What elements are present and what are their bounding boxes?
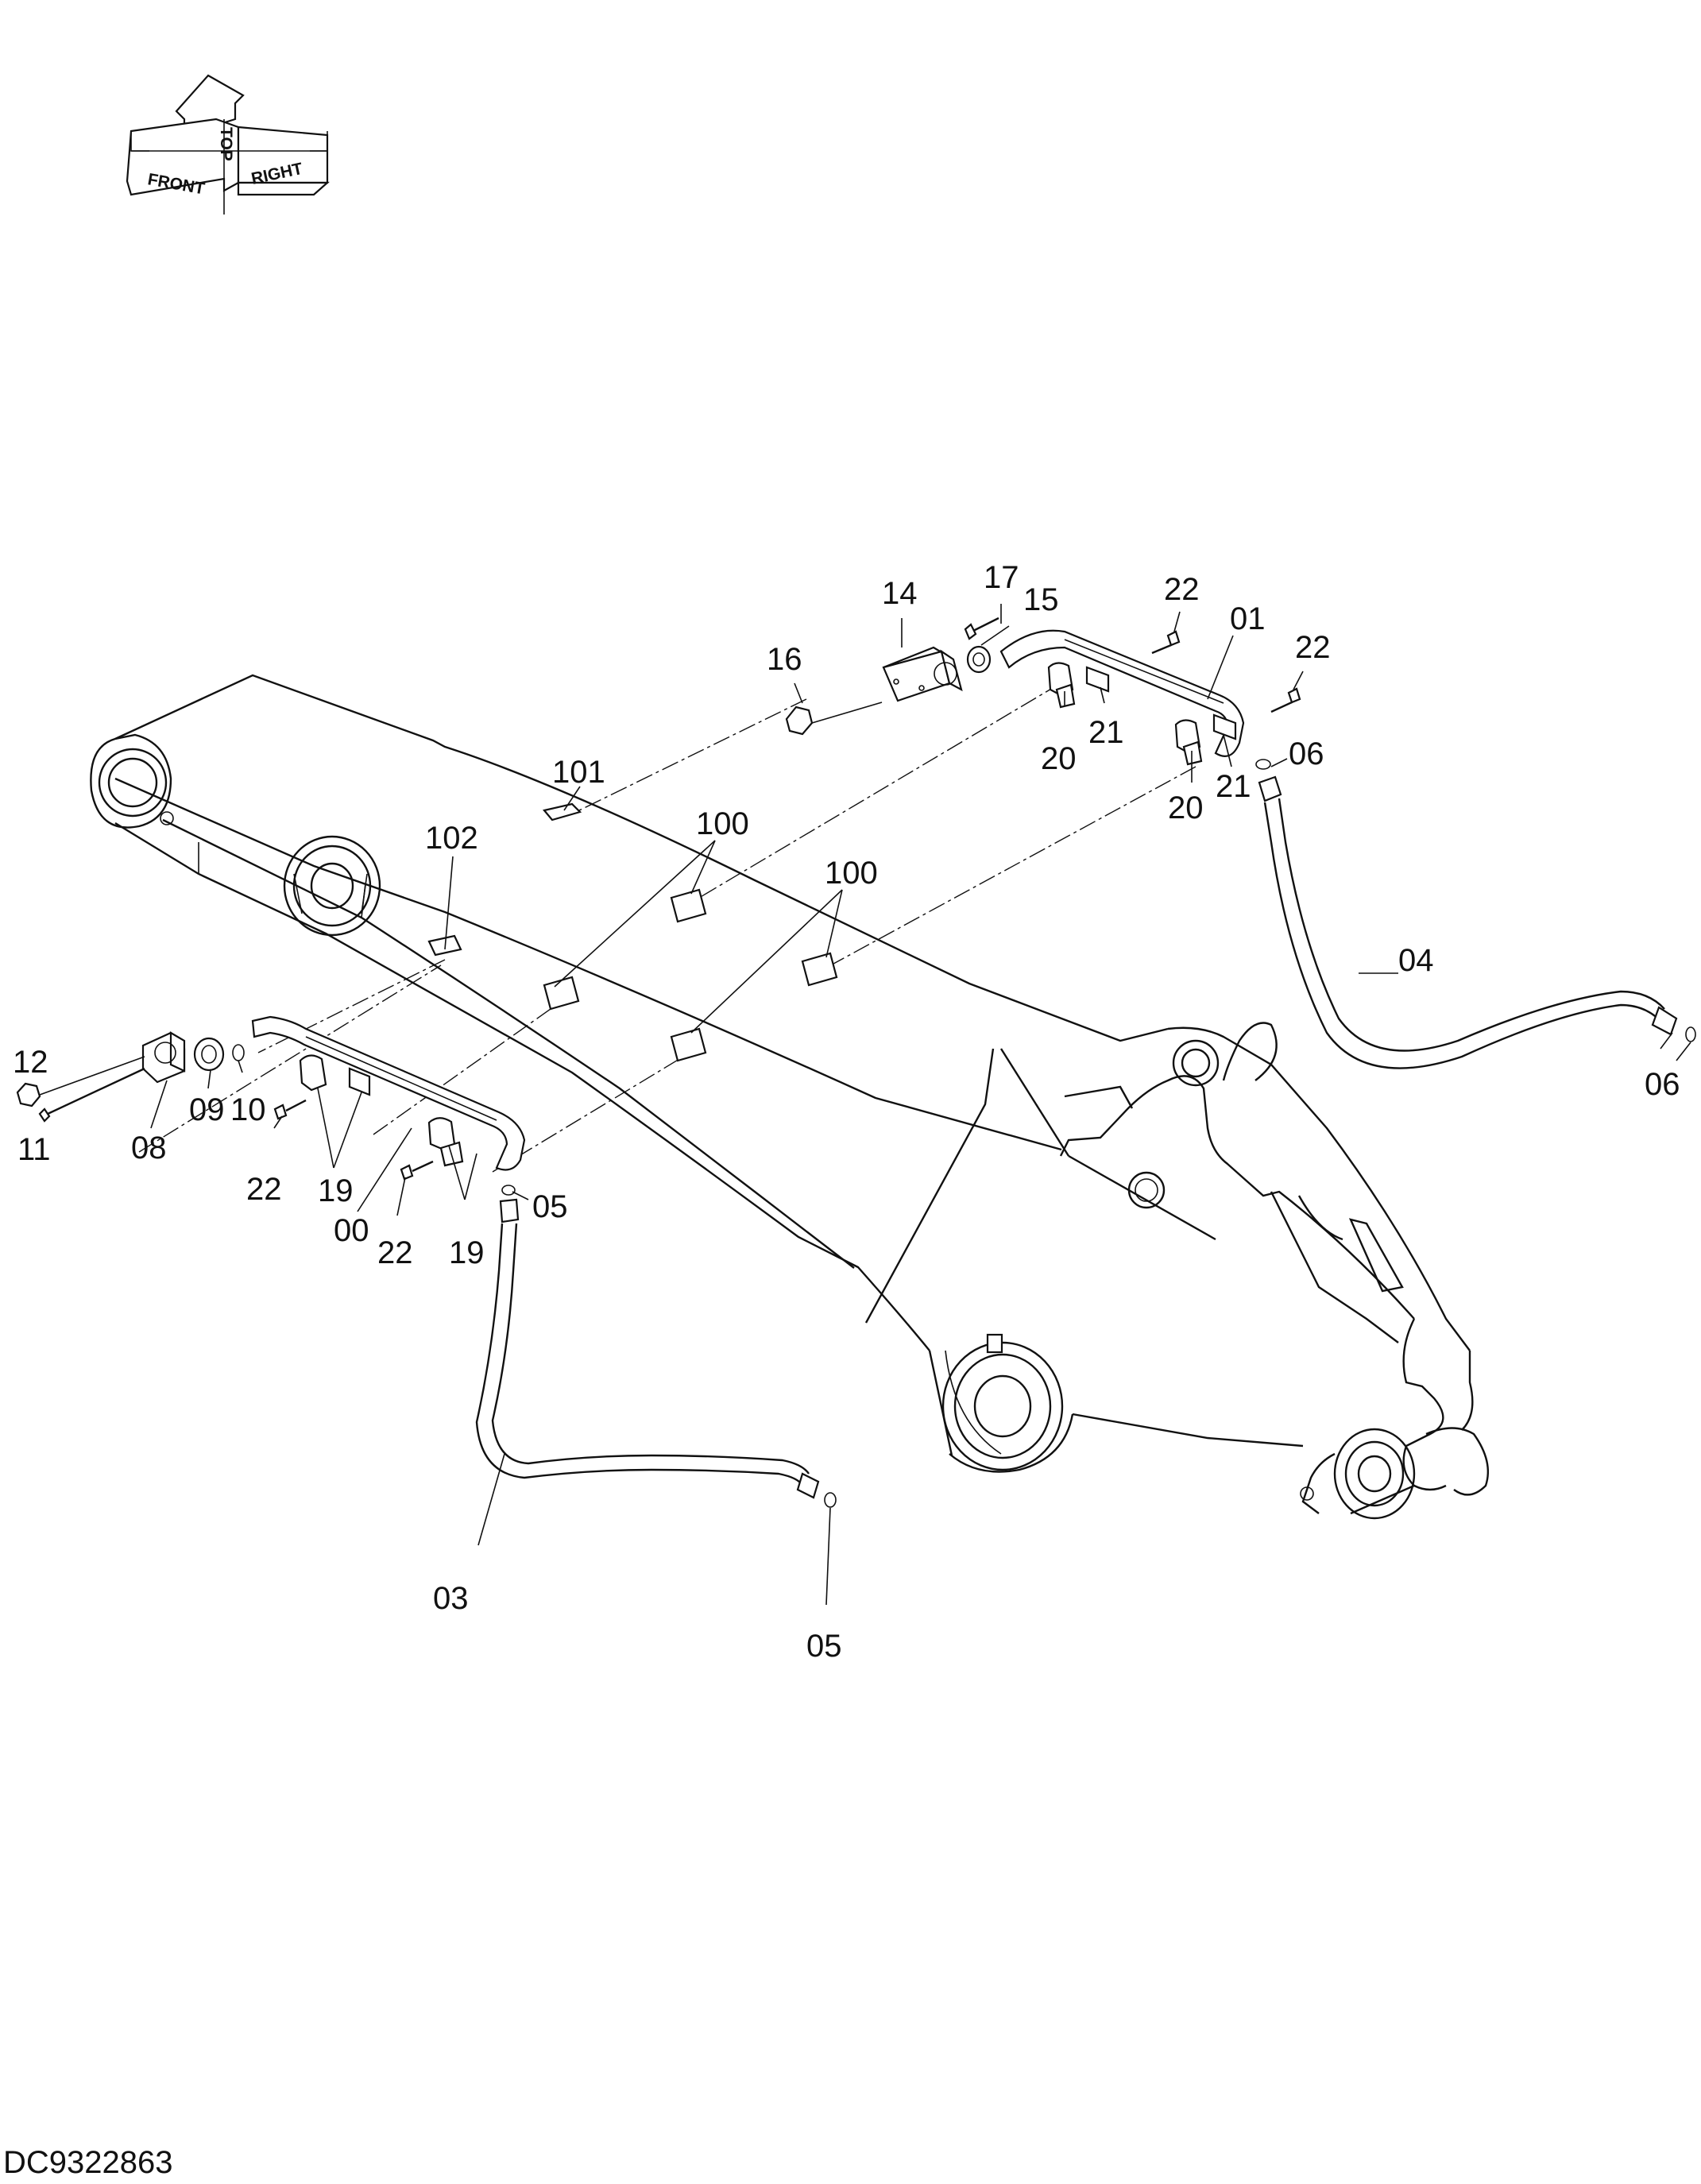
- callout-102: 102: [425, 821, 478, 856]
- callout-19-b: 19: [449, 1235, 485, 1270]
- upper-tube-assembly: [785, 617, 1696, 1069]
- callout-100-b: 100: [825, 856, 878, 891]
- callout-11: 11: [17, 1132, 51, 1167]
- callout-03: 03: [433, 1581, 469, 1616]
- callout-08: 08: [131, 1131, 167, 1165]
- callout-14: 14: [882, 576, 918, 611]
- callout-101: 101: [552, 755, 605, 790]
- callout-20-top: 20: [1041, 741, 1077, 776]
- callout-17: 17: [984, 560, 1019, 595]
- lower-tube-assembly: [16, 1015, 837, 1508]
- callout-22-left-b: 22: [377, 1235, 413, 1270]
- callout-04: 04: [1398, 943, 1434, 978]
- drawing-code: DC9322863: [3, 2145, 173, 2180]
- callout-09: 09: [189, 1092, 225, 1127]
- callout-100-a: 100: [696, 806, 749, 841]
- callout-16: 16: [767, 642, 802, 677]
- callout-15: 15: [1023, 582, 1059, 617]
- callout-leaders: [150, 604, 1691, 1606]
- callout-22-top: 22: [1164, 572, 1200, 607]
- callout-labels: 14 16 17 15 22 01 22 06 21 20 21 20 04 0…: [13, 560, 1680, 1664]
- boom-arm: [90, 674, 1489, 1520]
- orientation-indicator: TOP FRONT RIGHT: [126, 74, 330, 215]
- callout-20-right: 20: [1168, 790, 1204, 825]
- assembly-leaders: [138, 682, 1196, 1173]
- callout-21-right: 21: [1216, 769, 1251, 804]
- callout-01: 01: [1230, 601, 1266, 636]
- callout-06-top: 06: [1289, 736, 1324, 771]
- callout-12: 12: [13, 1045, 48, 1080]
- callout-05-bottom: 05: [806, 1629, 842, 1664]
- callout-21-top: 21: [1088, 715, 1124, 750]
- callout-22-left-a: 22: [246, 1172, 282, 1207]
- pads: [427, 802, 838, 1062]
- callout-06-right: 06: [1645, 1067, 1680, 1102]
- callout-22-right: 22: [1295, 630, 1331, 665]
- orientation-top-label: TOP: [217, 127, 235, 161]
- callout-05-top: 05: [532, 1189, 568, 1224]
- callout-19-a: 19: [318, 1173, 354, 1208]
- callout-00: 00: [334, 1213, 369, 1248]
- callout-10: 10: [230, 1092, 266, 1127]
